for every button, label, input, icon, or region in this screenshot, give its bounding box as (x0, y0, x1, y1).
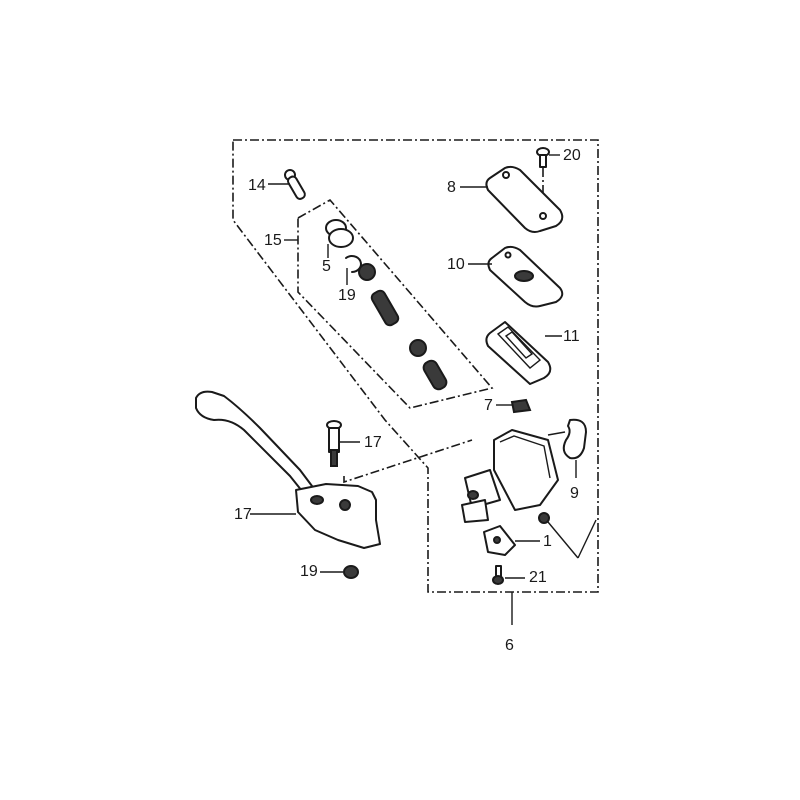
label-1: 1 (543, 533, 552, 550)
label-9: 9 (570, 485, 579, 502)
bolt-part (492, 565, 525, 585)
pivot-bolt-part (326, 420, 473, 484)
label-7: 7 (484, 397, 493, 414)
circlip-part (345, 255, 362, 285)
holder-part (547, 418, 587, 478)
screw-part (536, 147, 560, 212)
bracket-part (483, 525, 540, 556)
plate-part (468, 245, 564, 308)
label-12: 14 (248, 177, 266, 194)
nut-part (320, 565, 359, 579)
label-13: 15 (264, 232, 282, 249)
label-11: 11 (563, 328, 580, 345)
label-21: 21 (529, 569, 547, 586)
label-19: 19 (338, 287, 356, 304)
label-17: 19 (300, 563, 318, 580)
lever-part (195, 390, 381, 549)
reservoir-cap-part (460, 165, 564, 233)
diaphragm-part (485, 321, 562, 385)
piston-internals (358, 263, 448, 391)
pivot-pin-part (268, 169, 306, 200)
label-20: 20 (563, 147, 581, 164)
label-5: 5 (322, 258, 331, 275)
label-10: 10 (447, 256, 465, 273)
label-14: 17 (234, 506, 252, 523)
assembly-boundary (232, 139, 599, 625)
clip-part (496, 398, 532, 414)
label-8: 8 (447, 179, 456, 196)
boot-part (325, 219, 354, 258)
label-15: 17 (364, 434, 382, 451)
master-cylinder-body (461, 429, 597, 559)
piston-set-boundary (284, 198, 494, 409)
label-6: 6 (505, 637, 514, 654)
